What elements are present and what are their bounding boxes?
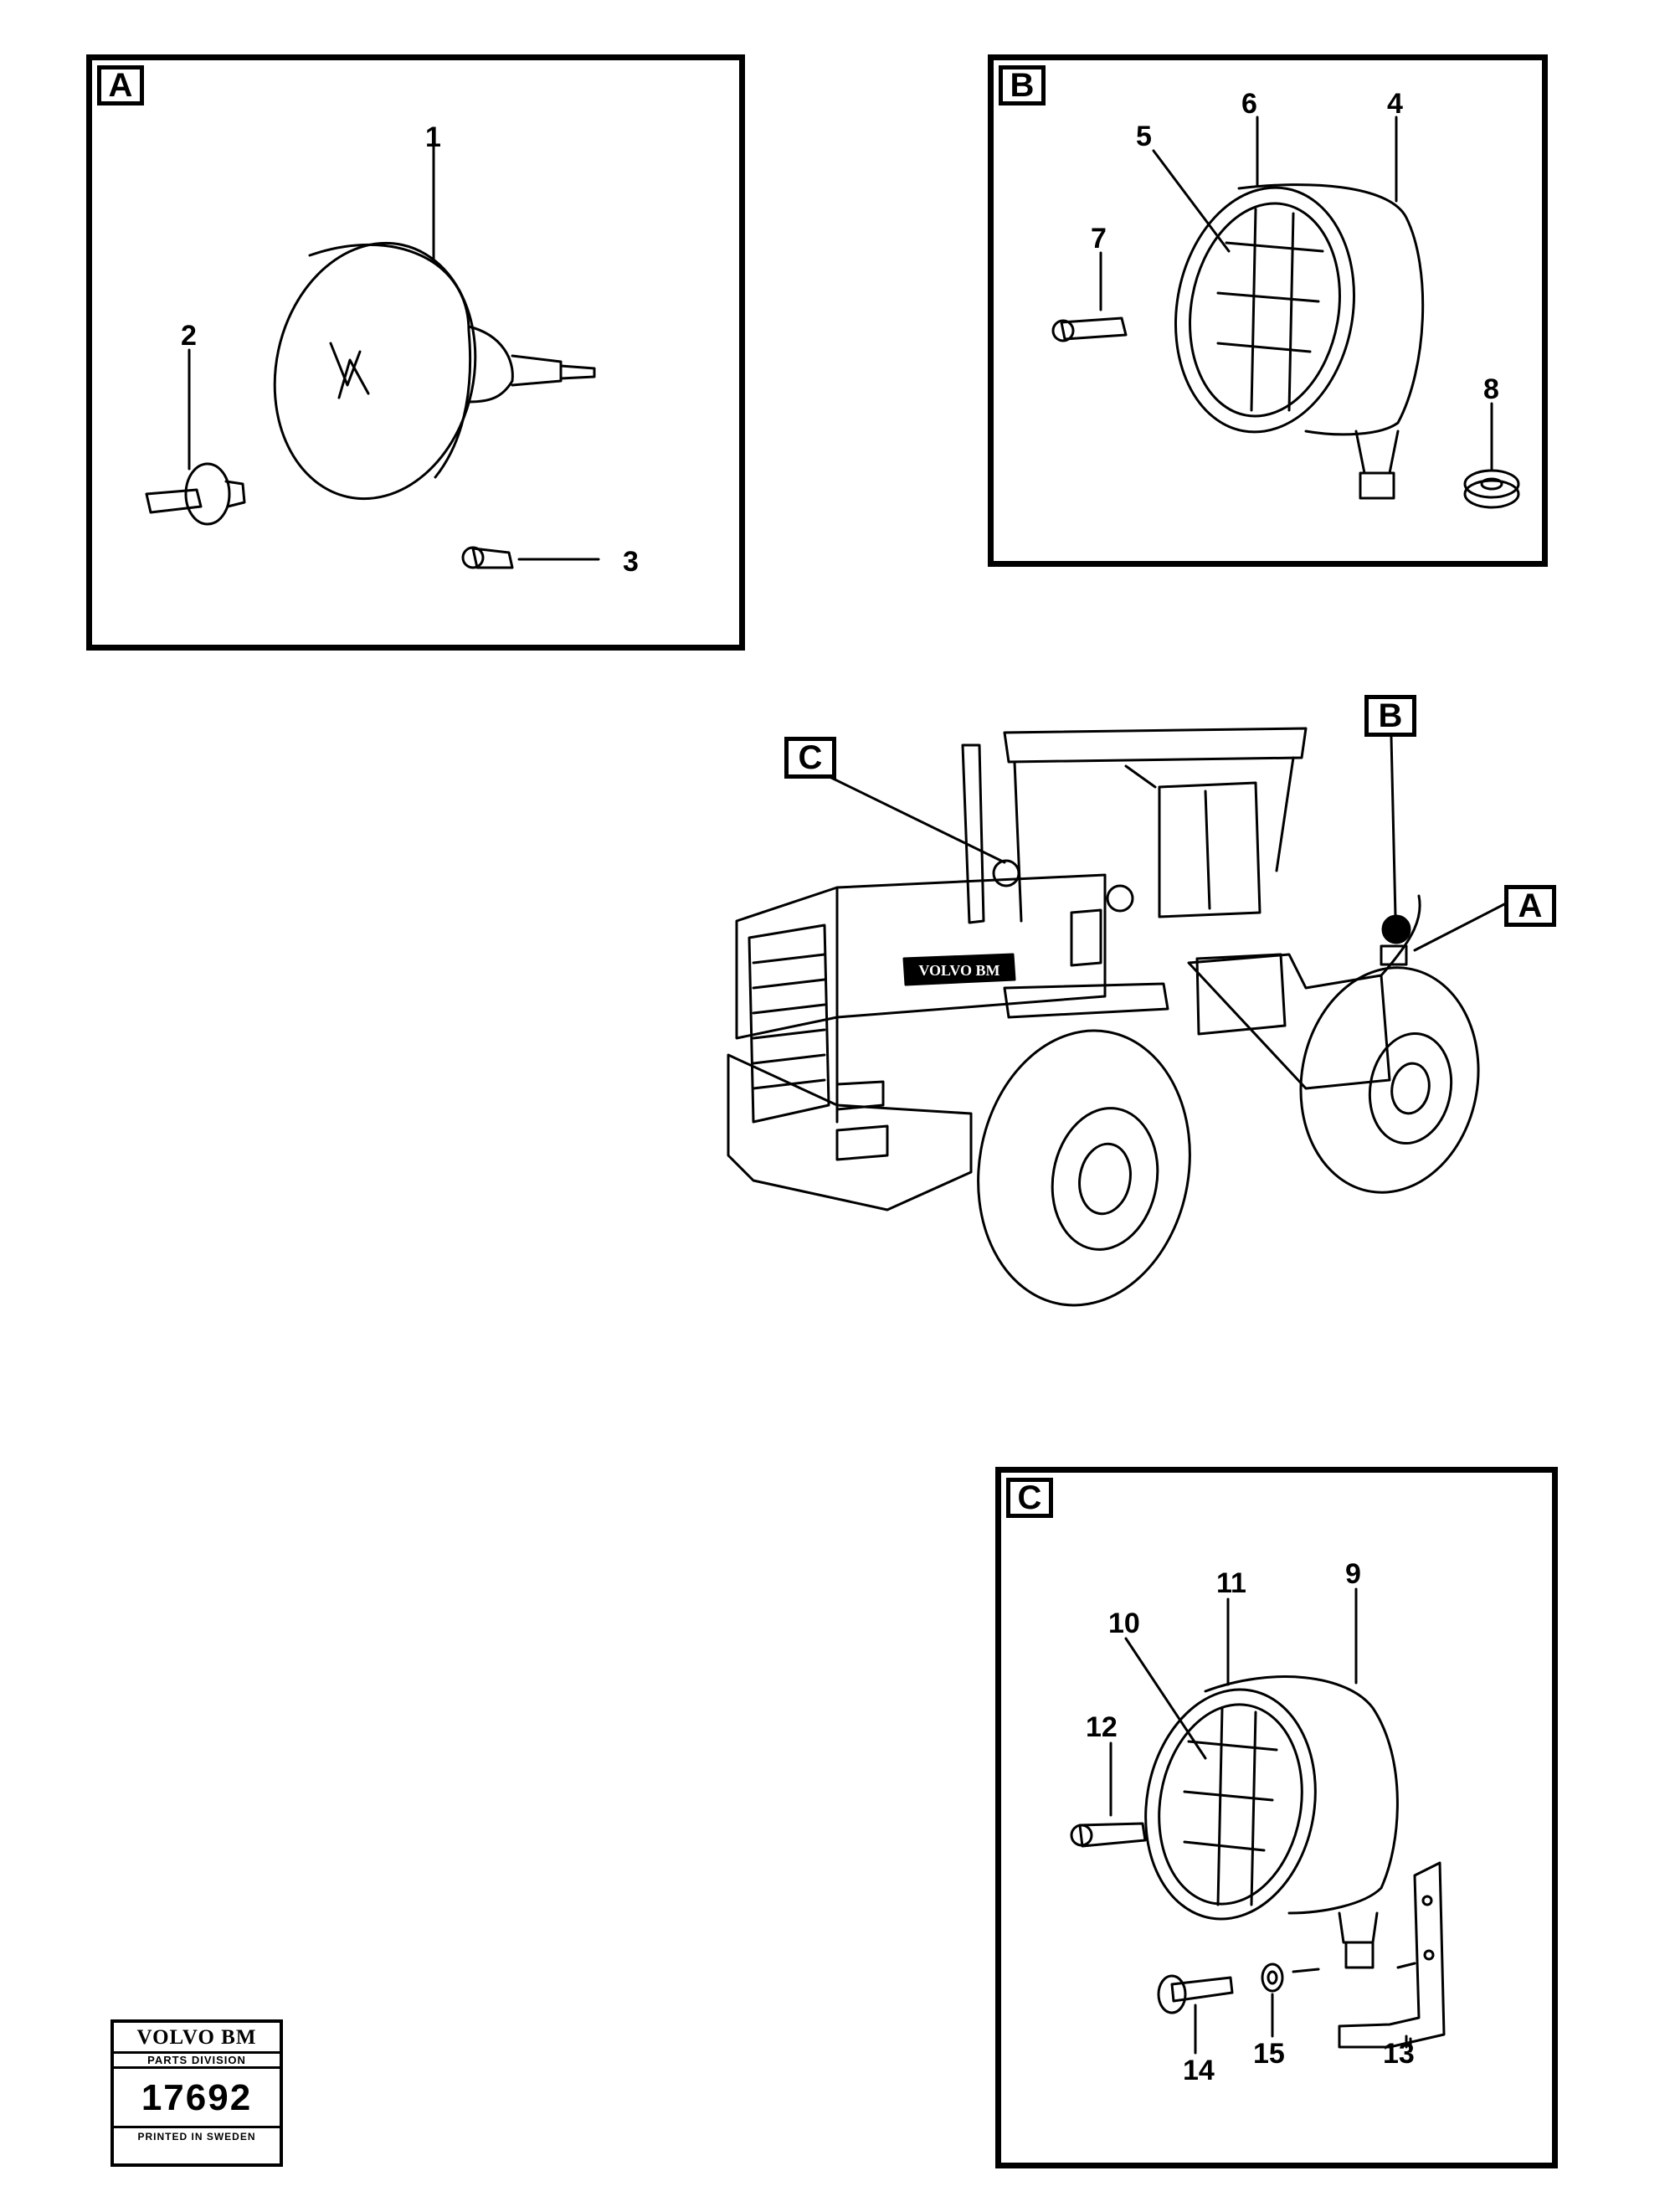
callout-15: 15: [1253, 2038, 1285, 2070]
callout-9: 9: [1345, 1558, 1361, 1590]
panel-tag-b: B: [999, 65, 1046, 105]
callout-5: 5: [1136, 121, 1152, 152]
detail-panel-a: A: [86, 54, 745, 651]
headlight-assembly-icon: [145, 139, 600, 569]
callout-11: 11: [1216, 1567, 1246, 1599]
callout-14: 14: [1183, 2055, 1215, 2086]
callout-7: 7: [1091, 223, 1107, 255]
wheel-loader-icon: [727, 727, 1506, 1307]
location-tag-c: C: [784, 737, 836, 779]
detail-panel-c: C: [995, 1467, 1558, 2168]
work-lamp-icon: [1051, 116, 1520, 509]
stamp-brand: VOLVO BM: [136, 2026, 257, 2049]
callout-3: 3: [623, 546, 639, 578]
callout-12: 12: [1086, 1711, 1118, 1743]
panel-tag-a: A: [97, 65, 144, 105]
work-lamp-with-bracket-icon: [1070, 1587, 1446, 2055]
detail-panel-b: B: [988, 54, 1548, 567]
callout-4: 4: [1387, 88, 1403, 120]
machine-logo: VOLVO BM: [918, 962, 999, 979]
callout-8: 8: [1483, 373, 1499, 405]
callout-6: 6: [1241, 88, 1257, 120]
callout-2: 2: [181, 320, 197, 352]
location-tag-b: B: [1364, 695, 1416, 737]
location-tag-a: A: [1504, 885, 1556, 927]
volvo-logo-plate: VOLVO BM: [904, 954, 1015, 985]
parts-stamp: VOLVO BM PARTS DIVISION 17692 PRINTED IN…: [110, 2019, 283, 2167]
stamp-footer: PRINTED IN SWEDEN: [114, 2126, 280, 2143]
callout-1: 1: [425, 121, 441, 153]
callout-10: 10: [1108, 1608, 1140, 1639]
stamp-number: 17692: [141, 2077, 253, 2118]
panel-tag-c: C: [1006, 1478, 1053, 1518]
stamp-division: PARTS DIVISION: [114, 2051, 280, 2069]
